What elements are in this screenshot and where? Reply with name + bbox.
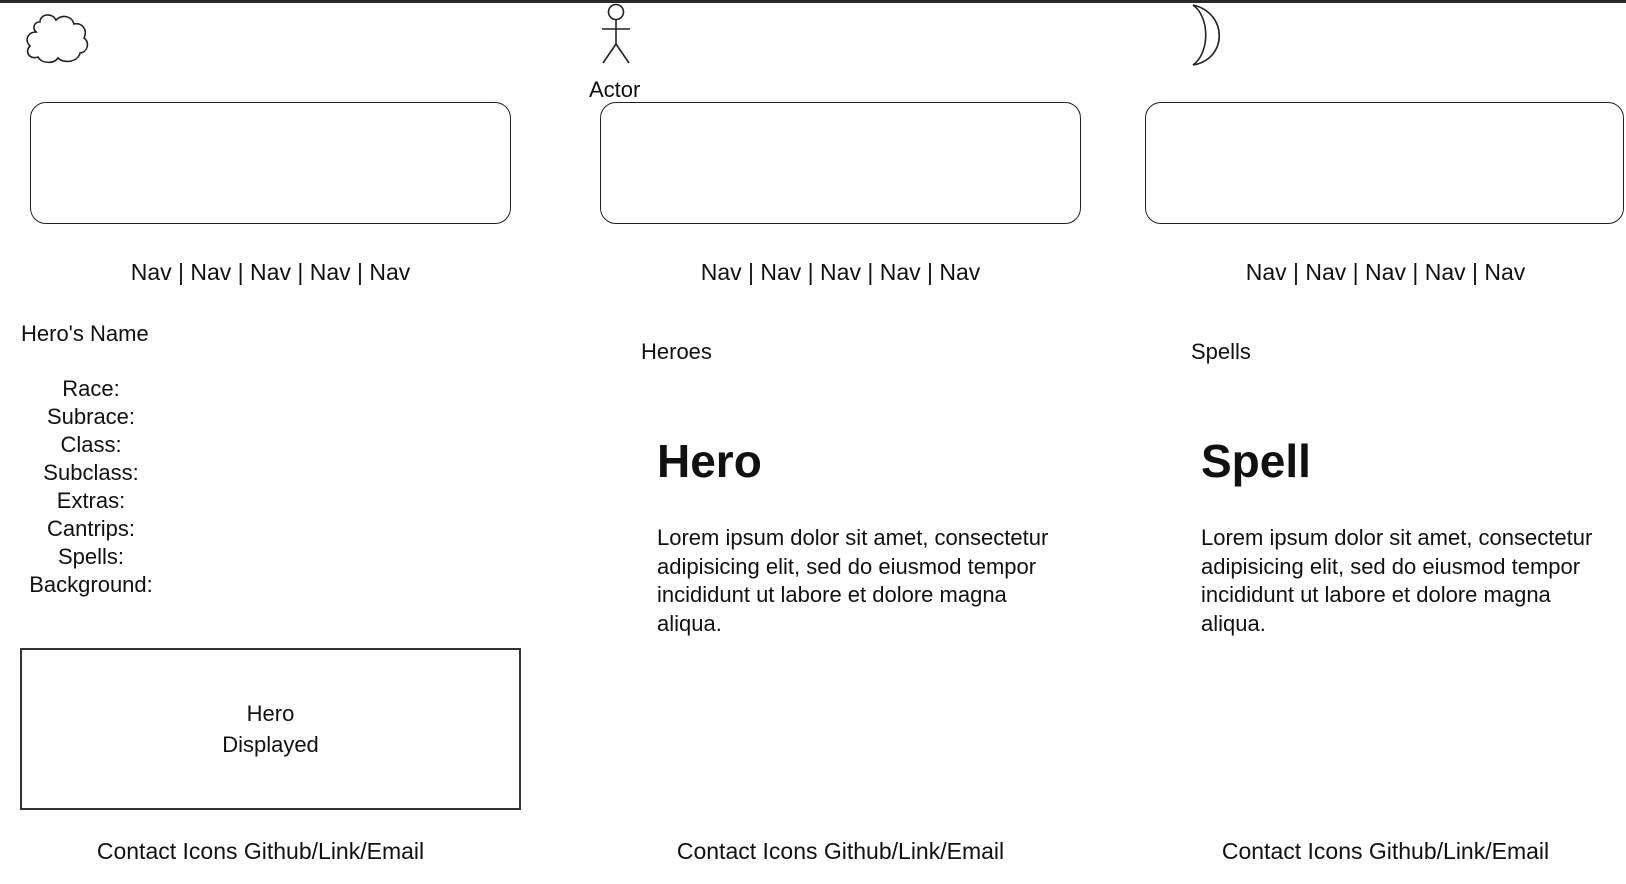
hero-name-label: Hero's Name (21, 321, 149, 346)
field-extras: Extras: (56, 488, 126, 513)
moon-icon (1190, 3, 1224, 67)
field-subclass: Subclass: (43, 460, 139, 485)
heroes-section-label: Heroes (641, 339, 712, 364)
spell-body-text: Lorem ipsum dolor sit amet, consectetur … (1201, 525, 1593, 636)
footer-contact-3[interactable]: Contact Icons Github/Link/Email (1221, 838, 1550, 864)
field-cantrips: Cantrips: (46, 516, 136, 541)
field-background: Background: (29, 572, 153, 597)
actor-label: Actor (589, 77, 641, 102)
field-subrace: Subrace: (46, 404, 136, 429)
field-race: Race: (62, 376, 120, 401)
hero-display-line-1: Hero (246, 701, 295, 726)
header-box-2 (600, 102, 1081, 224)
header-box-1 (30, 102, 511, 224)
header-box-3 (1145, 102, 1624, 224)
spell-heading: Spell (1201, 435, 1311, 487)
hero-body-text: Lorem ipsum dolor sit amet, consectetur … (657, 525, 1049, 636)
nav-bar-3[interactable]: Nav | Nav | Nav | Nav | Nav (1245, 259, 1526, 285)
hero-display-line-2: Displayed (222, 732, 319, 757)
spells-section-label: Spells (1191, 339, 1251, 364)
hero-display-box: Hero Displayed (20, 648, 521, 810)
top-border (0, 0, 1626, 3)
footer-contact-1[interactable]: Contact Icons Github/Link/Email (96, 838, 425, 864)
hero-field-list: Race: Subrace: Class: Subclass: Extras: … (18, 375, 164, 599)
nav-bar-2[interactable]: Nav | Nav | Nav | Nav | Nav (700, 259, 981, 285)
actor-icon (598, 3, 634, 65)
hero-heading: Hero (657, 435, 762, 487)
footer-contact-2[interactable]: Contact Icons Github/Link/Email (676, 838, 1005, 864)
field-class: Class: (60, 432, 122, 457)
cloud-icon (22, 8, 90, 64)
nav-bar-1[interactable]: Nav | Nav | Nav | Nav | Nav (130, 259, 411, 285)
field-spells: Spells: (57, 544, 125, 569)
